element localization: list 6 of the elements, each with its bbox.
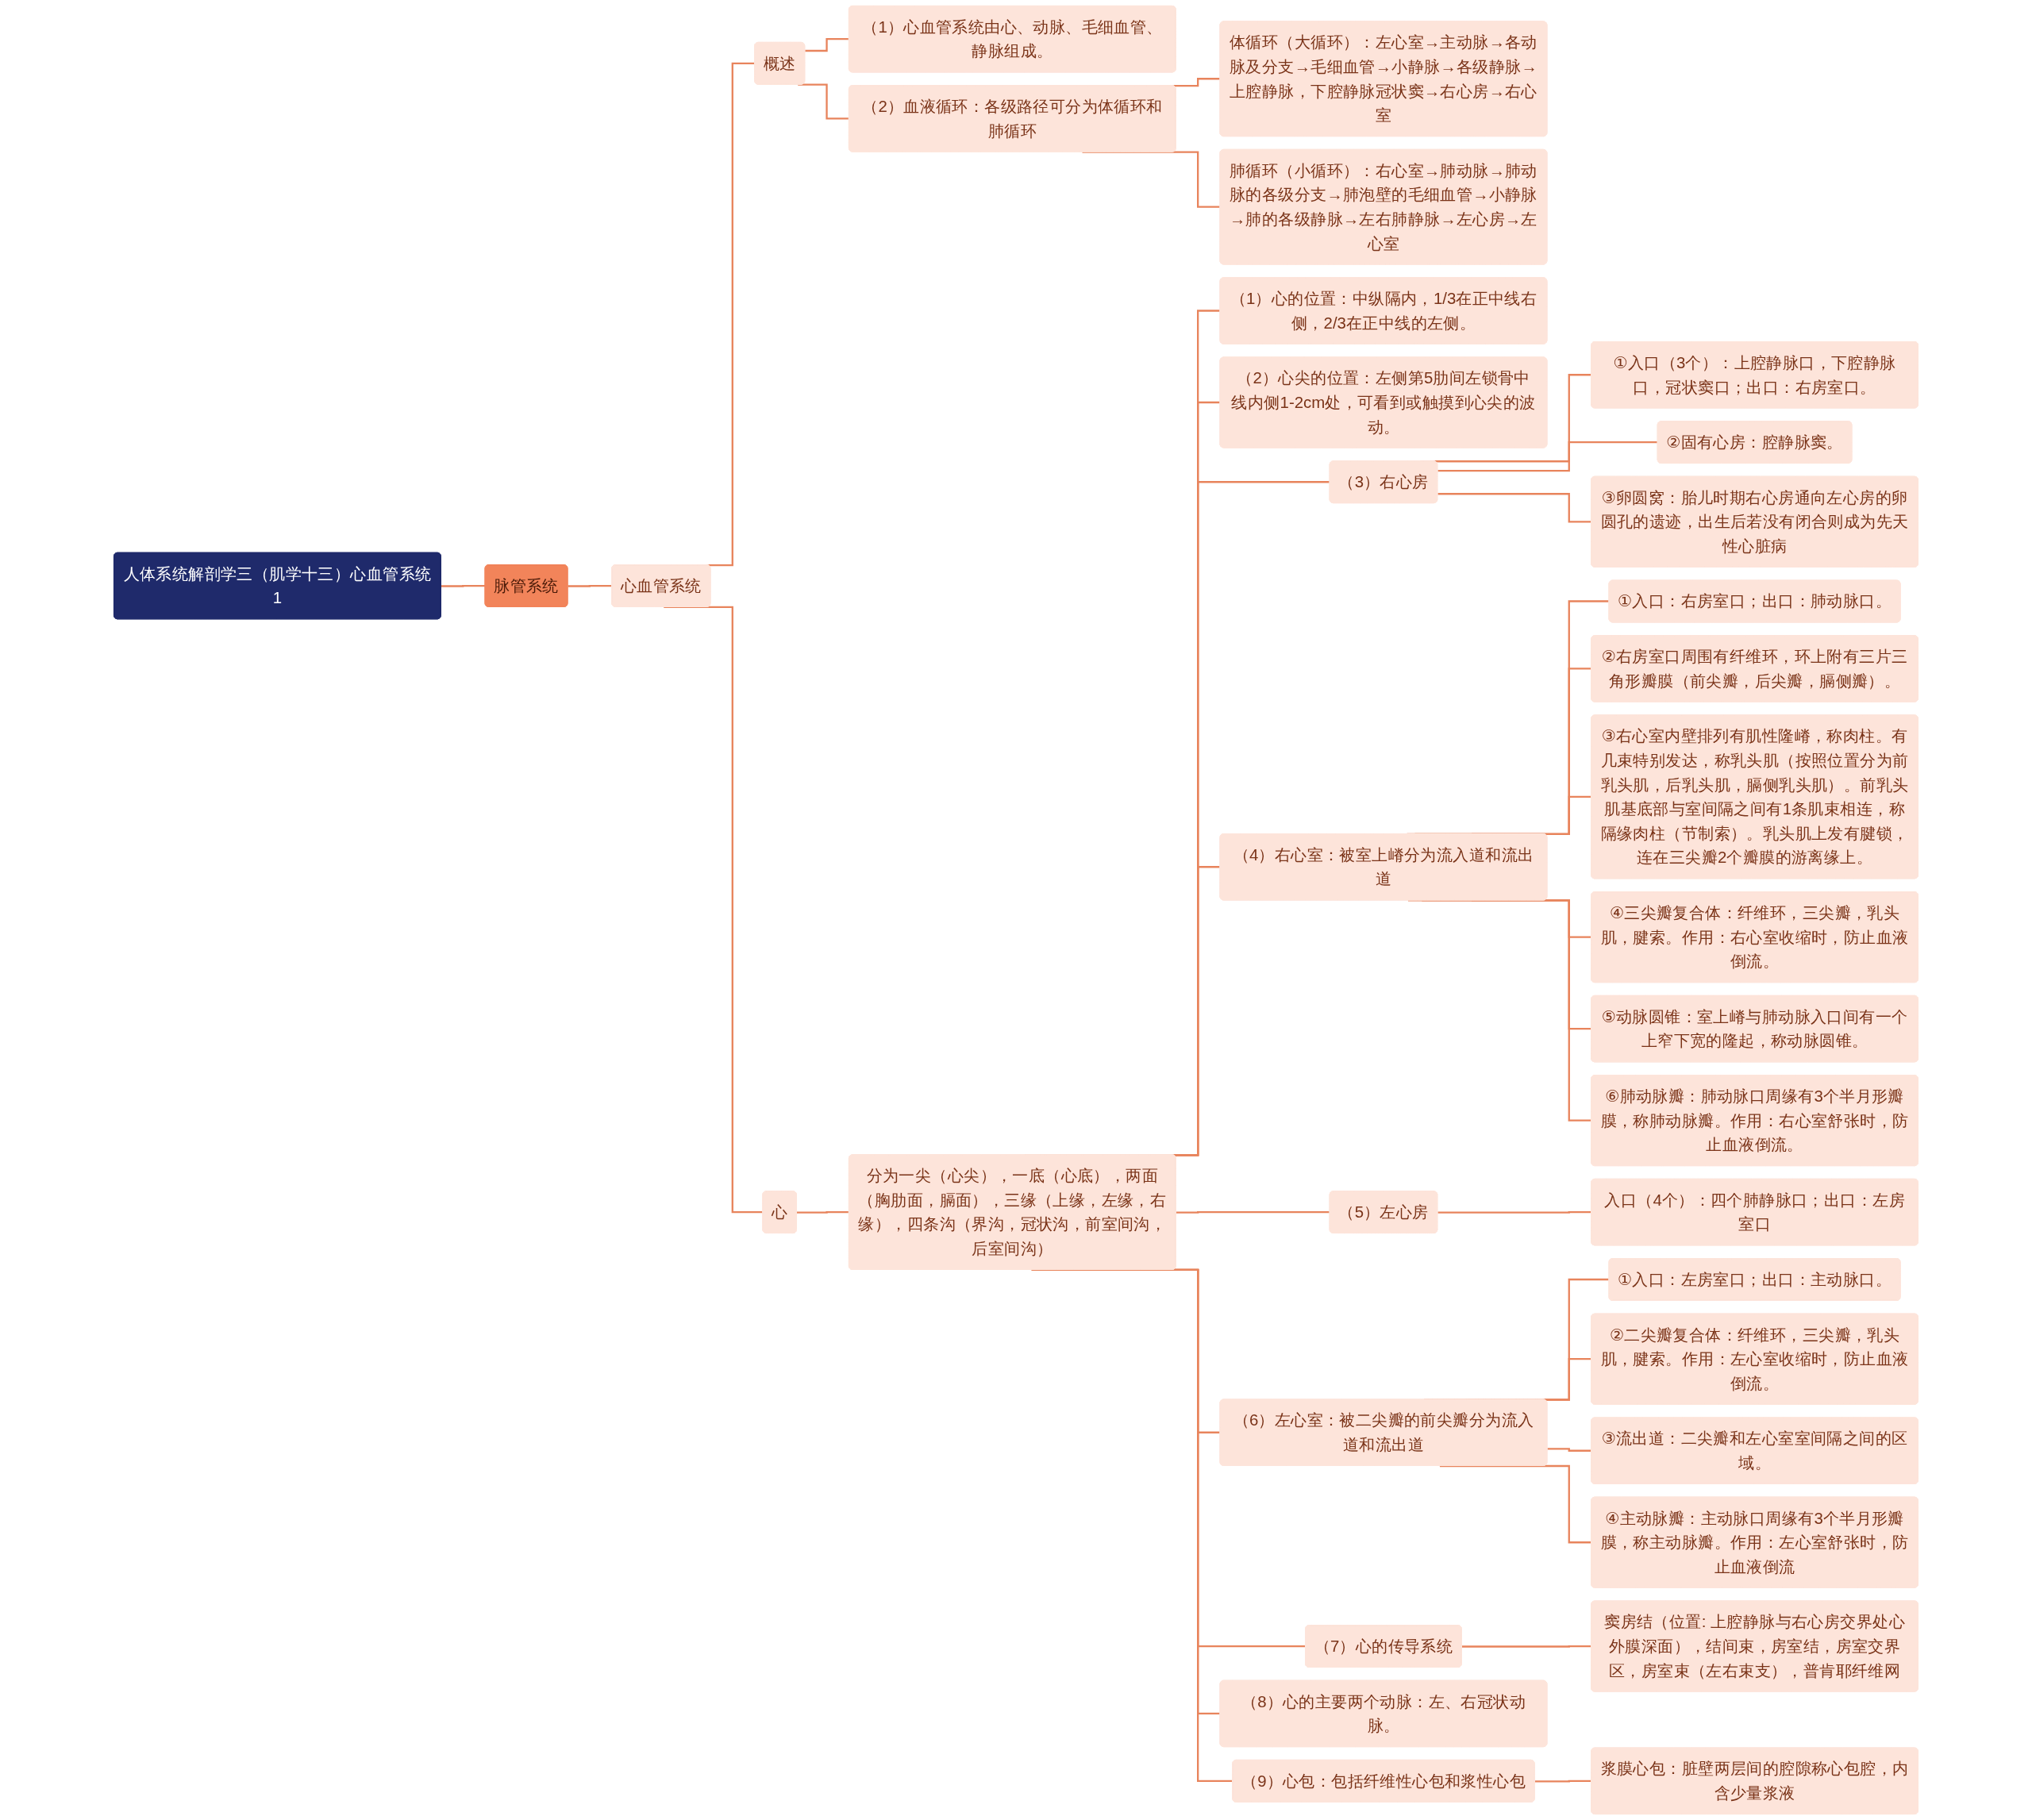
connector — [797, 1210, 850, 1214]
connector — [1437, 441, 1659, 472]
connector — [805, 38, 850, 52]
connector — [1176, 1210, 1331, 1214]
connector — [798, 83, 850, 120]
connector — [441, 584, 487, 587]
